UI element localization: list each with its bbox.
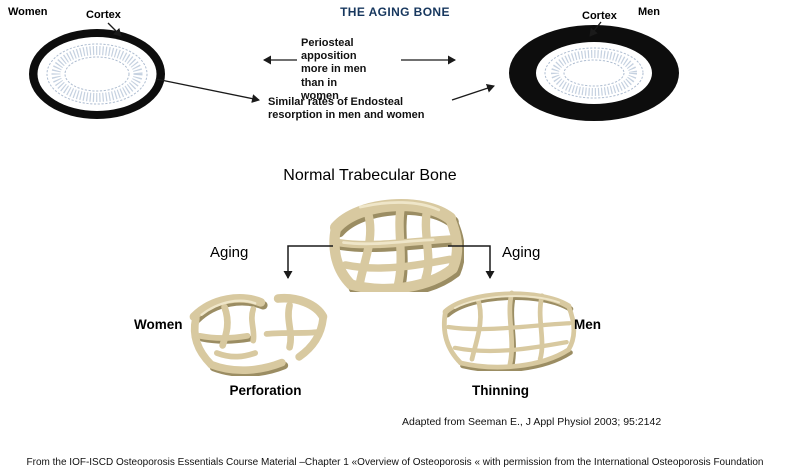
diagram-title: THE AGING BONE	[340, 5, 450, 19]
perforation-label: Perforation	[229, 383, 302, 398]
men-label-bottom: Men	[574, 317, 601, 332]
aging-label-right: Aging	[502, 244, 541, 261]
thinning-label: Thinning	[472, 383, 529, 398]
cortex-left-label: Cortex	[86, 9, 121, 21]
cortex-right-label: Cortex	[582, 10, 617, 22]
footer-attribution: From the IOF-ISCD Osteoporosis Essential…	[26, 457, 764, 468]
women-trabecular-bone-image	[189, 293, 328, 376]
arrow-endosteal-right	[451, 83, 495, 101]
men-trabecular-bone-image	[442, 290, 577, 371]
men-cortex-cross-section	[509, 25, 679, 121]
normal-trabecular-label: Normal Trabecular Bone	[283, 167, 457, 184]
women-label-top: Women	[8, 6, 48, 18]
women-cortex-cross-section	[29, 29, 165, 119]
arrow-endosteal-left	[155, 78, 260, 104]
normal-trabecular-bone-image	[329, 199, 464, 292]
men-label-top: Men	[638, 6, 660, 18]
endosteal-annotation: Similar rates of Endosteal resorption in…	[268, 96, 425, 122]
periosteal-annotation: Periosteal apposition more in men than i…	[301, 37, 367, 102]
aging-label-left: Aging	[210, 244, 249, 261]
citation: Adapted from Seeman E., J Appl Physiol 2…	[402, 416, 662, 428]
women-label-bottom: Women	[134, 317, 183, 332]
